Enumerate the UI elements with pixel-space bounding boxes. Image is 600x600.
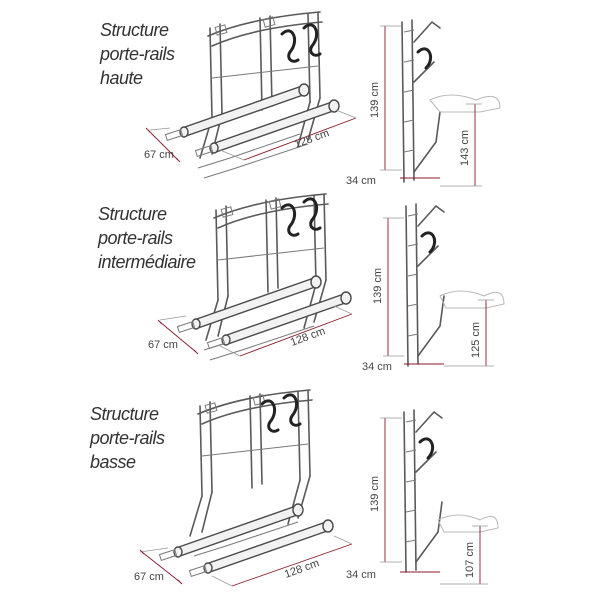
title-line: porte-rails: [98, 228, 173, 248]
title-line: basse: [90, 452, 136, 472]
dim-width-high: 128 cm: [293, 127, 331, 151]
section-title-intermediate: Structure porte-rails intermédiaire: [98, 202, 196, 274]
dim-width-intermediate: 128 cm: [289, 325, 327, 349]
dim-height-low: 139 cm: [369, 476, 381, 512]
title-line: Structure: [90, 404, 159, 424]
dim-width-low: 128 cm: [283, 557, 321, 581]
dim-base-intermediate: 34 cm: [362, 361, 392, 373]
title-line: haute: [100, 68, 143, 88]
dim-depth-high: 67 cm: [144, 149, 174, 161]
dim-base-low: 34 cm: [346, 569, 376, 581]
dim-base-high: 34 cm: [346, 175, 376, 187]
rack-low-3d: [158, 389, 334, 578]
dim-height-high: 139 cm: [369, 82, 381, 118]
title-line: Structure: [100, 20, 169, 40]
dim-height-intermediate: 139 cm: [372, 268, 384, 304]
dim-mount-low: 107 cm: [464, 542, 476, 578]
section-title-high: Structure porte-rails haute: [100, 18, 175, 90]
rack-low-side: 139 cm 34 cm 107 cm: [346, 408, 499, 585]
section-title-low: Structure porte-rails basse: [90, 402, 165, 474]
rack-high-3d: [164, 11, 340, 179]
rack-high-side: 139 cm 34 cm 143 cm: [346, 18, 501, 187]
dim-depth-intermediate: 67 cm: [148, 339, 178, 351]
dim-mount-intermediate: 125 cm: [470, 322, 482, 358]
title-line: Structure: [98, 204, 167, 224]
dim-mount-high: 143 cm: [459, 130, 471, 166]
title-line: porte-rails: [90, 428, 165, 448]
rack-intermediate-side: 139 cm 34 cm 125 cm: [362, 202, 505, 373]
dim-depth-low: 67 cm: [134, 571, 164, 583]
title-line: intermédiaire: [98, 252, 196, 272]
title-line: porte-rails: [100, 44, 175, 64]
